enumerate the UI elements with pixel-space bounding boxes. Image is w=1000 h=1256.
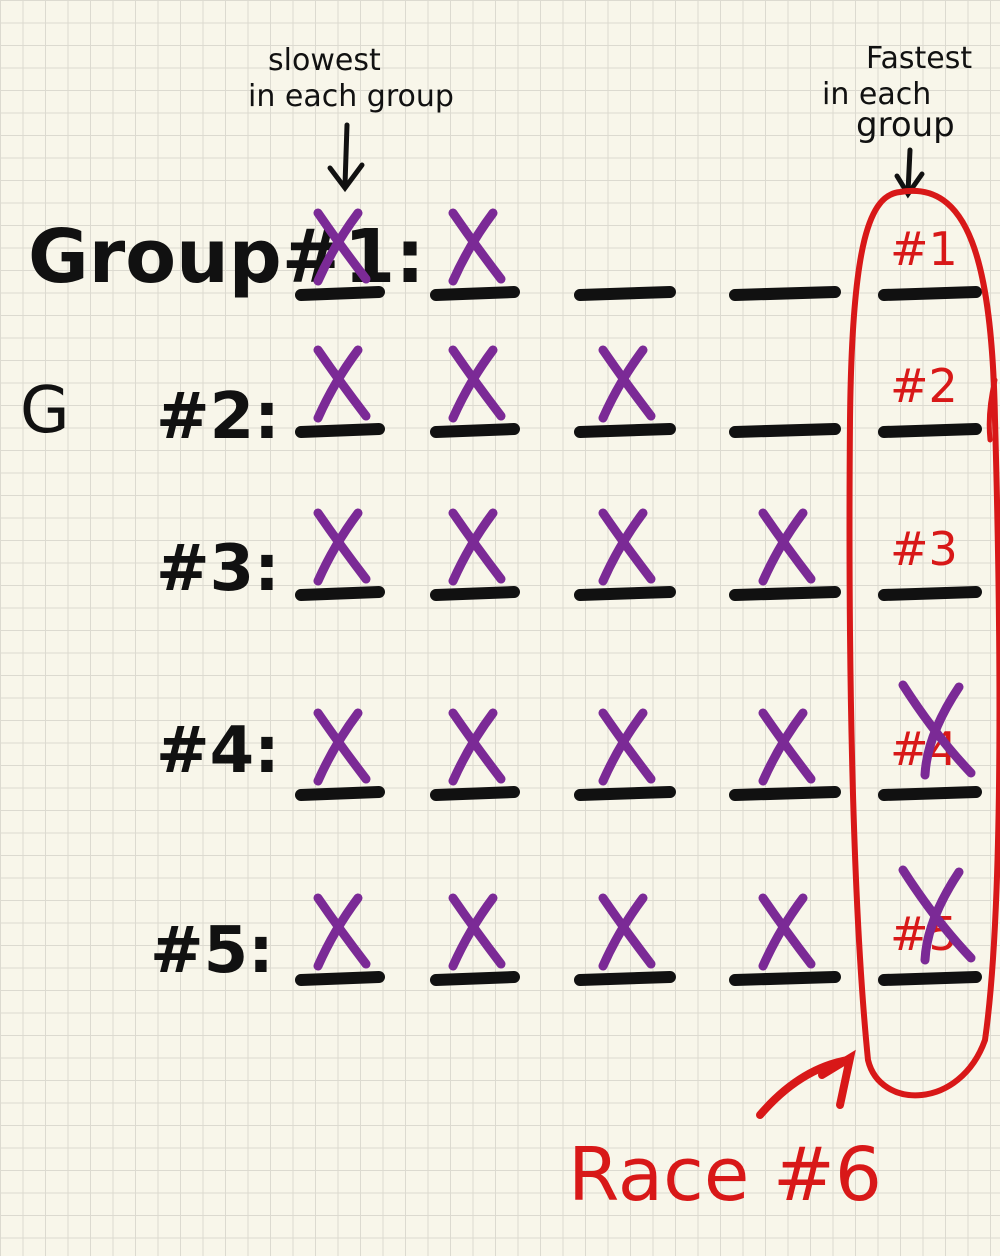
cross-mark [758,708,816,786]
horse-slot [574,786,676,801]
horse-slot [574,423,676,438]
cross-mark [448,893,506,971]
row-label-group-4: #4: [156,714,280,788]
horse-slot [430,971,520,986]
fastest-column-loop [846,187,1000,1099]
horse-slot [430,286,520,301]
fastest-label: Fastest [866,41,972,76]
cross-mark [313,345,371,423]
cross-mark [448,345,506,423]
cross-mark [313,208,371,286]
horse-slot [729,971,841,986]
horse-slot [729,286,841,301]
horse-slot [729,586,841,601]
horse-slot [878,586,982,601]
cross-mark [898,680,976,780]
cross-mark [313,708,371,786]
cross-mark [758,893,816,971]
row-label-group-3: #3: [156,532,280,606]
row-label-group-2: #2: [156,380,280,454]
curved-arrow-icon [756,1049,856,1119]
fastest-rank-label: #3 [890,522,958,576]
horse-slot [430,786,520,801]
cross-mark [313,508,371,586]
fastest-rank-label: #1 [890,222,958,276]
horse-slot [878,971,982,986]
cross-mark [598,508,656,586]
slowest-sublabel: in each group [248,79,454,114]
horse-slot [295,286,385,301]
cross-mark [598,708,656,786]
loop-stroke-detail [986,377,998,443]
cross-mark [598,893,656,971]
horse-slot [729,786,841,801]
cross-mark [448,708,506,786]
cross-mark [313,893,371,971]
horse-slot [574,971,676,986]
stray-letter: G [20,374,70,448]
horse-slot [430,586,520,601]
fastest-rank-label: #2 [890,359,958,413]
horse-slots: #1#2#3#4#5 [295,208,982,986]
horse-slot [878,423,982,438]
cross-mark [898,865,976,965]
horse-slot [295,971,385,986]
cross-mark [598,345,656,423]
cross-mark [448,208,506,286]
row-label-group-1: Group#1: [28,214,425,300]
horse-slot [574,286,676,301]
slowest-label: slowest [268,43,381,78]
horse-slot [295,423,385,438]
horse-slot [295,786,385,801]
horse-slot [878,286,982,301]
horse-slot [878,786,982,801]
row-label-group-5: #5: [150,914,274,988]
fastest-sublabel-group: group [856,105,955,145]
fastest-sublabel: in each [822,77,931,112]
cross-mark [758,508,816,586]
horse-slot [729,423,841,438]
cross-mark [448,508,506,586]
horse-slot [295,586,385,601]
down-arrow-icon [327,122,365,193]
horse-slot [574,586,676,601]
down-arrow-icon [894,147,925,199]
race-label: Race #6 [568,1132,882,1218]
horse-slot [430,423,520,438]
